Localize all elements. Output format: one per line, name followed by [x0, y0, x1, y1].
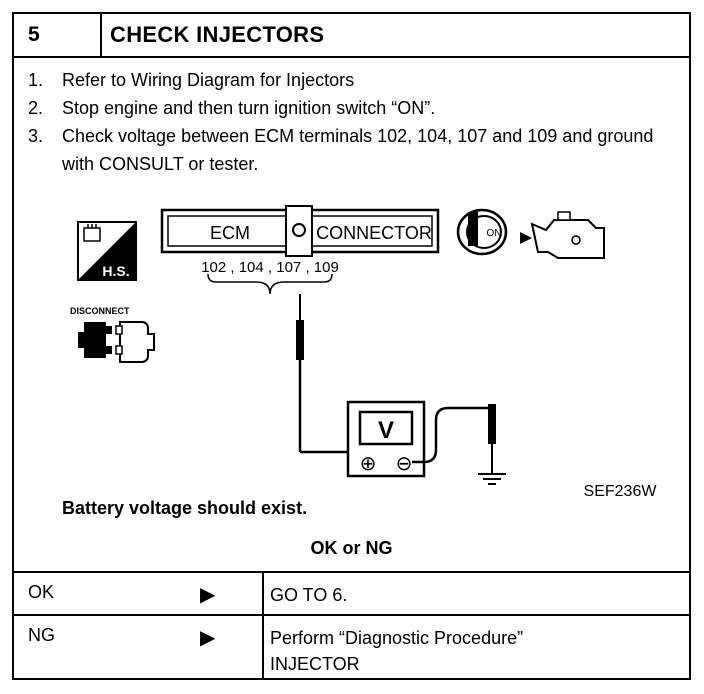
voltmeter-icon: V ⊕ ⊖ [346, 400, 426, 478]
expected-result: Battery voltage should exist. [62, 498, 308, 518]
action-text: GO TO 6. [270, 585, 348, 605]
connector-label: CONNECTOR [316, 223, 432, 243]
result-label: OK [28, 582, 55, 602]
ecm-label: ECM [210, 223, 250, 243]
result-action: Perform “Diagnostic Procedure” INJECTOR [270, 625, 670, 677]
ok-or-ng-heading: OK or NG [310, 538, 393, 558]
result-label-cell: NG ▶ [14, 616, 264, 679]
plus-terminal: ⊕ [360, 451, 377, 475]
result-action: GO TO 6. [270, 582, 670, 608]
harness-side-icon: H.S. [77, 221, 137, 281]
negative-probe [412, 404, 496, 474]
action-text-line1: Perform “Diagnostic Procedure” [270, 628, 524, 648]
step-number: 5 [14, 14, 102, 56]
action-text-line2: INJECTOR [270, 654, 360, 674]
result-label-cell: OK ▶ [14, 573, 264, 614]
instruction-item: 3. Check voltage between ECM terminals 10… [28, 122, 678, 178]
instruction-text: Refer to Wiring Diagram for Injectors [62, 70, 355, 90]
wiring-diagram: H.S. DISCONNECT ECM CONNECTOR 102 , 104 … [70, 205, 658, 498]
instruction-number: 2. [28, 98, 44, 118]
table-row: NG ▶ Perform “Diagnostic Procedure” INJE… [14, 616, 689, 679]
instruction-list: 1.Refer to Wiring Diagram for Injectors … [28, 66, 678, 178]
disconnect-label: DISCONNECT [70, 306, 130, 316]
result-label: NG [28, 625, 55, 645]
arrow-icon: ▶ [200, 627, 216, 649]
meter-label: V [378, 417, 394, 444]
instruction-text: Stop engine and then turn ignition switc… [62, 98, 436, 118]
minus-terminal: ⊖ [396, 451, 413, 475]
terminal-brace [207, 273, 333, 295]
procedure-frame: 5 CHECK INJECTORS 1. Refer to Wiring Diag… [12, 12, 691, 680]
instruction-number: 3. [28, 126, 44, 146]
ground-symbol-icon [478, 473, 506, 485]
ecm-connector: ECM CONNECTOR [160, 205, 440, 257]
disconnect-connector-icon: DISCONNECT [70, 306, 155, 363]
step-header: 5 CHECK INJECTORS [14, 14, 689, 58]
table-row: OK ▶ GO TO 6. [14, 573, 689, 616]
instruction-text: Check voltage between ECM terminals 102,… [62, 126, 654, 174]
instruction-item: 1. Refer to Wiring Diagram for Injectors [28, 66, 678, 94]
figure-code: SEF236W [584, 483, 658, 498]
ignition-key-icon: ON [456, 208, 508, 256]
arrow-icon: ▶ [200, 584, 216, 606]
step-title: CHECK INJECTORS [110, 22, 325, 47]
result-table: OK ▶ GO TO 6. NG ▶ Perform “Diagnostic P… [14, 571, 689, 679]
terminals-label: 102 , 104 , 107 , 109 [201, 259, 339, 276]
hs-label: H.S. [102, 263, 129, 279]
on-label: ON [487, 228, 502, 239]
instruction-number: 1. [28, 70, 44, 90]
instruction-item: 2. Stop engine and then turn ignition swi… [28, 94, 678, 122]
engine-icon [520, 211, 605, 259]
